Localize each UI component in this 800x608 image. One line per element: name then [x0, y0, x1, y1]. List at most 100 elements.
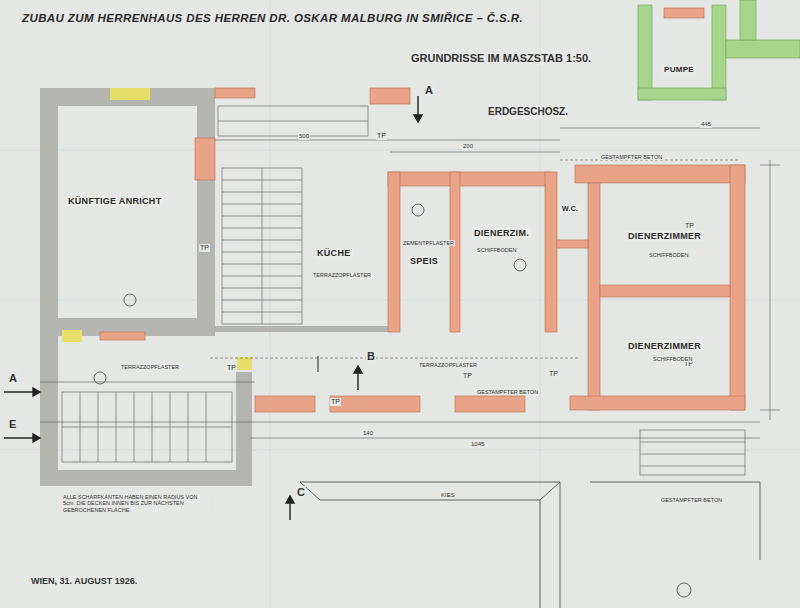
plan-rect	[545, 172, 557, 332]
room: KÜNFTIGE ANRICHT	[58, 106, 197, 318]
stairs	[62, 106, 745, 475]
room-name: KÜCHE	[315, 248, 353, 258]
plan-line	[390, 152, 560, 153]
plan-line	[210, 358, 580, 359]
plan-line	[760, 165, 780, 166]
plan-line	[640, 442, 745, 443]
plan-rect	[600, 285, 730, 297]
plan-path	[414, 115, 422, 122]
plan-line	[62, 427, 232, 428]
plan-annotation: ZEMENTPFLASTER	[402, 240, 455, 246]
plan-line	[250, 438, 760, 439]
plan-line	[0, 450, 800, 451]
section-marker: A	[424, 84, 434, 97]
plan-rect	[218, 106, 368, 136]
section-marker: E	[8, 418, 17, 431]
heading-label: WIEN, 31. AUGUST 1926.	[30, 576, 138, 586]
plan-rect	[62, 330, 82, 342]
plan-rect	[557, 240, 588, 248]
room: DIENERZIMMER	[600, 183, 730, 285]
room: DIENERZIMMER	[600, 297, 730, 396]
existing-walls	[40, 88, 390, 486]
plan-line	[640, 466, 745, 467]
green-walls	[638, 0, 800, 100]
room-name: PUMPE	[662, 65, 696, 74]
room: W.C.	[557, 183, 588, 240]
plan-rect	[370, 88, 410, 104]
plan-annotation: GESTAMPFTER BETON	[476, 389, 539, 395]
drawing-title: ZUBAU ZUM HERRENHAUS DES HERREN DR. OSKA…	[22, 12, 523, 24]
plan-rect	[330, 396, 420, 412]
room-name: DIENERZIM.	[472, 228, 531, 238]
plan-rect	[638, 88, 726, 100]
section-marker: C	[296, 486, 306, 499]
plan-rect	[40, 470, 252, 486]
plan-line	[318, 356, 319, 372]
room-name: KÜNFTIGE ANRICHT	[66, 196, 163, 206]
plan-rect	[237, 357, 252, 370]
plan-annotation: TP	[462, 372, 473, 380]
section-marker: A	[8, 372, 18, 385]
room: KÜCHE	[215, 140, 388, 326]
plan-line	[770, 160, 771, 420]
plan-rect	[388, 172, 400, 332]
plan-path	[300, 482, 560, 608]
plan-line	[218, 121, 368, 122]
room-name: SPEIS	[408, 256, 440, 266]
plan-annotation: TP	[376, 132, 387, 140]
room-name: DIENERZIMMER	[626, 231, 703, 241]
plan-rect	[575, 165, 745, 183]
plan-rect	[195, 138, 215, 180]
plan-path	[33, 434, 40, 442]
plan-annotation: TP	[330, 398, 341, 406]
plan-annotation: 140	[362, 430, 374, 437]
heading-label: ERDGESCHOSZ.	[487, 106, 569, 118]
room-name: W.C.	[560, 205, 580, 213]
plan-annotation: TERRAZZOPFLASTER	[418, 362, 478, 368]
room: SPEIS	[400, 186, 450, 328]
plan-path	[320, 500, 540, 608]
plan-annotation: 500	[298, 133, 310, 140]
plan-circle	[412, 204, 424, 216]
plan-circle	[514, 259, 526, 271]
plan-line	[640, 454, 745, 455]
plan-annotation: 445	[700, 121, 712, 128]
plan-line	[270, 0, 271, 608]
plan-path	[590, 482, 760, 560]
plan-rect	[40, 336, 58, 486]
dimension-lines	[40, 128, 780, 438]
plan-line	[40, 422, 760, 423]
plan-rect	[588, 183, 600, 410]
plan-line	[40, 382, 255, 383]
plan-rect	[638, 5, 652, 100]
heading-label: GRUNDRISSE IM MASZSTAB 1:50.	[410, 52, 592, 65]
room-name: DIENERZIMMER	[626, 341, 703, 351]
plan-annotation: KIES	[440, 492, 456, 499]
plan-annotation: TERRAZZOPFLASTER	[120, 364, 180, 370]
plan-rect	[664, 8, 704, 18]
plan-rect	[712, 5, 726, 100]
plan-annotation: SCHIFFBODEN	[652, 356, 693, 362]
plan-line	[560, 128, 760, 129]
plan-annotation: 200	[462, 143, 474, 150]
plan-annotation: GESTAMPFTER BETON	[660, 497, 723, 503]
room: DIENERZIM.	[460, 186, 545, 328]
plan-rect	[640, 430, 745, 475]
plan-rect	[740, 0, 756, 40]
section-markers	[4, 96, 422, 520]
room: PUMPE	[652, 55, 712, 88]
plan-rect	[62, 392, 232, 462]
plan-rect	[215, 326, 390, 332]
plan-line	[215, 140, 560, 141]
plan-line	[0, 150, 800, 151]
plan-circle	[94, 372, 106, 384]
plan-annotation: GESTAMPFTER BETON	[600, 154, 663, 160]
plan-rect	[455, 396, 525, 412]
plan-rect	[726, 40, 800, 58]
plan-circle	[677, 583, 691, 597]
plan-path	[354, 366, 362, 373]
note: ALLE SCHARFKANTEN HABEN EINEN RADIUS VON…	[62, 494, 209, 513]
plan-rect	[450, 172, 460, 332]
plan-annotation: TP	[226, 364, 237, 372]
